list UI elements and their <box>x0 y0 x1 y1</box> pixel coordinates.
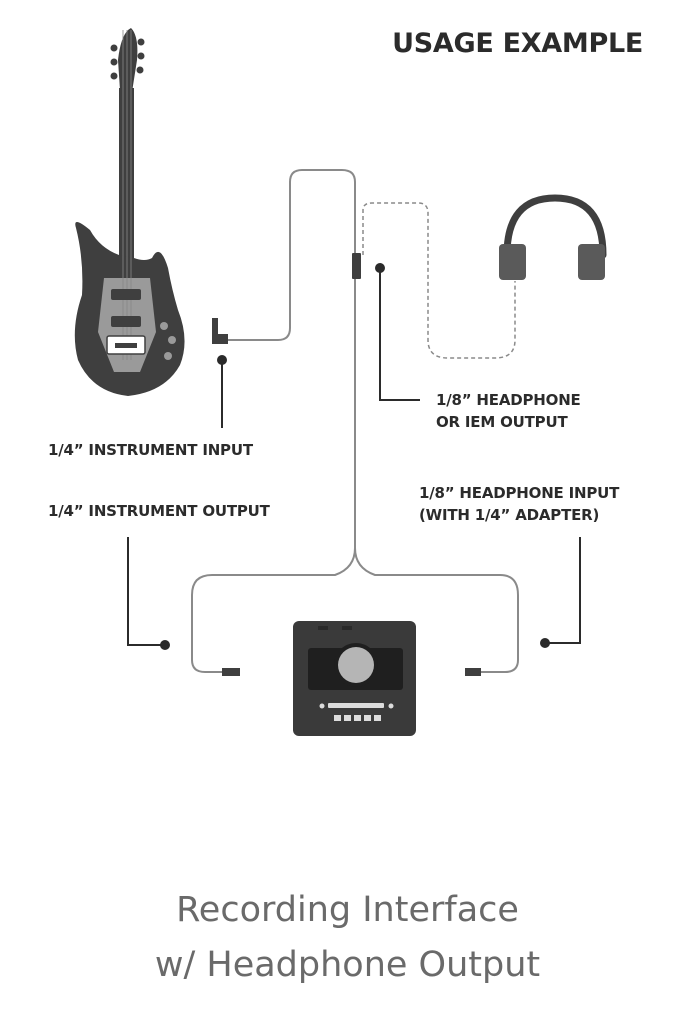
instrument-cable <box>191 169 519 673</box>
label-headphone-input-line2: (WITH 1/4” ADAPTER) <box>419 506 600 524</box>
label-headphone-output-line2: OR IEM OUTPUT <box>436 413 568 431</box>
label-headphone-output-line1: 1/8” HEADPHONE <box>436 391 581 409</box>
audio-interface-icon <box>293 621 416 736</box>
label-instrument-input: 1/4” INSTRUMENT INPUT <box>48 441 253 459</box>
cable-plug-icon <box>212 253 481 676</box>
label-headphone-output: 1/8” HEADPHONE OR IEM OUTPUT <box>436 389 581 433</box>
leader-lines <box>127 263 581 650</box>
label-headphone-input-line1: 1/8” HEADPHONE INPUT <box>419 484 620 502</box>
headphones-icon <box>499 194 607 280</box>
headphone-cable <box>362 202 516 359</box>
label-instrument-output: 1/4” INSTRUMENT OUTPUT <box>48 502 270 520</box>
electric-guitar-icon <box>74 28 185 396</box>
caption-line2: w/ Headphone Output <box>154 945 541 985</box>
diagram-header: USAGE EXAMPLE <box>392 28 643 59</box>
caption-line1: Recording Interface <box>176 890 519 930</box>
label-headphone-input: 1/8” HEADPHONE INPUT (WITH 1/4” ADAPTER) <box>419 482 619 526</box>
